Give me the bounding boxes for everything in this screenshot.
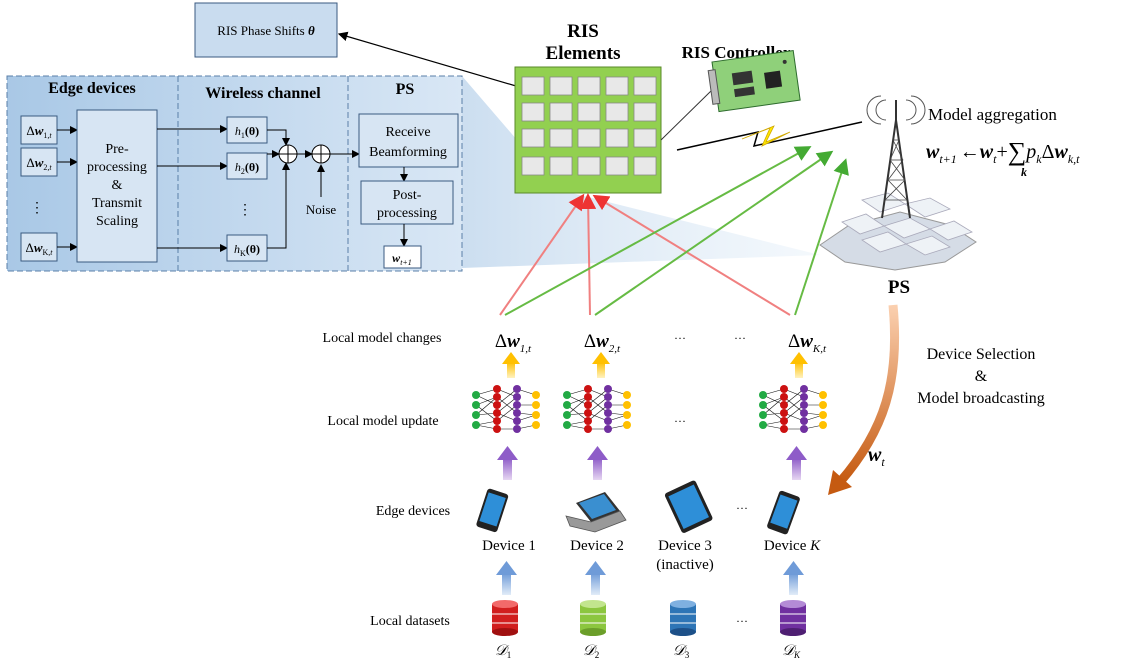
channel-dots: ⋮ — [238, 203, 252, 218]
svg-text:processing: processing — [87, 160, 147, 175]
input-delta-w1: Δw1,t — [26, 123, 52, 140]
nn-icon-k — [759, 385, 827, 433]
ris-controller: RIS Controller — [660, 43, 801, 141]
smartphone-k-icon — [767, 490, 800, 535]
neural-network-icons: ··· — [472, 385, 827, 433]
input-delta-w2: Δw2,t — [26, 155, 52, 172]
svg-text:Scaling: Scaling — [96, 214, 138, 229]
delta-w-1: Δw1,t — [495, 331, 532, 355]
database-icon-k — [780, 600, 806, 636]
channel-hk: hK(θ) — [234, 242, 260, 258]
ris-to-phase-arrow — [337, 31, 517, 87]
ellipsis-changes-2: ··· — [734, 331, 746, 345]
delta-w-k: ΔwK,t — [788, 331, 827, 355]
broadcast-line2: & — [975, 368, 988, 385]
device-k-label: Device K — [764, 538, 821, 554]
broadcast-line1: Device Selection — [927, 346, 1036, 363]
broadcast-symbol: wt — [868, 444, 885, 469]
input-delta-wk: ΔwK,t — [25, 240, 53, 257]
svg-text:Transmit: Transmit — [92, 196, 142, 211]
output-w-t1: wt+1 — [392, 251, 412, 267]
ris-phase-shifts-box: RIS Phase Shifts θ — [194, 2, 338, 58]
ris-elements: RIS Elements — [514, 21, 662, 194]
row-label-local-model-update: Local model update — [327, 414, 438, 429]
datasets: ··· 𝒟1 𝒟2 𝒟3 𝒟K — [492, 600, 806, 660]
dataset-k-label: 𝒟K — [782, 643, 801, 660]
svg-text:Beamforming: Beamforming — [369, 145, 447, 160]
ris-tile-grid — [521, 76, 657, 176]
row-labels: Local model changes Local model update E… — [323, 331, 451, 629]
theta-symbol: θ — [308, 23, 315, 38]
row-label-local-model-changes: Local model changes — [323, 331, 442, 346]
section-ps: PS — [396, 81, 415, 98]
device-1-label: Device 1 — [482, 538, 536, 554]
ellipsis-update: ··· — [674, 414, 686, 428]
input-boxes: Δw1,t Δw2,t ⋮ ΔwK,t — [20, 115, 78, 262]
device-2-label: Device 2 — [570, 538, 624, 554]
svg-text:RIS Phase Shifts θ: RIS Phase Shifts θ — [217, 23, 315, 38]
ellipsis-devices: ··· — [736, 501, 748, 515]
broadcast-line3: Model broadcasting — [917, 390, 1045, 407]
nn-icon-2 — [563, 385, 631, 433]
purple-up-arrows — [497, 446, 807, 480]
svg-text:&: & — [112, 178, 123, 193]
delta-w-2: Δw2,t — [584, 331, 621, 355]
ps-blocks: Receive Beamforming Post- processing wt+… — [358, 113, 459, 269]
ellipsis-datasets: ··· — [736, 614, 748, 628]
svg-text:processing: processing — [377, 206, 437, 221]
yellow-up-arrows — [502, 352, 808, 378]
ris-phase-label: RIS Phase Shifts — [217, 23, 308, 38]
channel-boxes: h1(θ) h2(θ) ⋮ hK(θ) Noise — [157, 116, 360, 262]
database-icon-2 — [580, 600, 606, 636]
beam-shading — [462, 76, 820, 268]
device-3-note: (inactive) — [656, 557, 713, 573]
row-label-edge-devices: Edge devices — [376, 504, 450, 519]
svg-text:RIS: RIS — [567, 21, 599, 42]
database-icon-1 — [492, 600, 518, 636]
preprocessing-box: Pre- processing & Transmit Scaling — [76, 109, 158, 263]
noise-label: Noise — [306, 202, 337, 217]
dataset-2-label: 𝒟2 — [583, 643, 599, 660]
nn-icon-1 — [472, 385, 540, 433]
broadcast-arrow — [836, 304, 900, 485]
broadcast-arrowhead — [828, 470, 852, 495]
aggregation-formula: wt+1←wt+∑pkΔwk,t — [926, 137, 1080, 166]
devices: ··· Device 1 Device 2 Device 3 (inactive… — [476, 480, 821, 573]
ps-tower-icon — [819, 95, 977, 271]
local-model-changes: Δw1,t Δw2,t ΔwK,t ··· ··· — [495, 331, 827, 355]
ris-ps-link — [676, 121, 863, 151]
tablet-icon — [664, 480, 713, 533]
receive-beamforming: Receive — [385, 125, 430, 140]
ellipsis-changes-1: ··· — [674, 331, 686, 345]
sum-index: k — [1021, 165, 1027, 179]
post-processing: Post- — [393, 188, 422, 203]
dataset-1-label: 𝒟1 — [495, 643, 511, 660]
lightning-icon — [741, 125, 791, 147]
section-wireless-channel: Wireless channel — [205, 85, 321, 102]
database-icon-3 — [670, 600, 696, 636]
channel-h1: h1(θ) — [235, 124, 259, 140]
model-aggregation-title: Model aggregation — [928, 105, 1057, 124]
svg-text:Elements: Elements — [546, 43, 621, 64]
channel-h2: h2(θ) — [235, 160, 259, 176]
laptop-icon — [565, 492, 627, 533]
blue-up-arrows — [496, 561, 804, 595]
smartphone-icon — [476, 488, 509, 533]
dataset-3-label: 𝒟3 — [673, 643, 690, 660]
ps-label: PS — [888, 277, 910, 298]
device-3-label: Device 3 — [658, 538, 712, 554]
input-dots: ⋮ — [30, 201, 44, 216]
section-edge-devices: Edge devices — [48, 80, 136, 97]
row-label-local-datasets: Local datasets — [370, 614, 450, 629]
svg-text:Pre-: Pre- — [105, 142, 129, 157]
upload-arrows — [499, 146, 849, 316]
